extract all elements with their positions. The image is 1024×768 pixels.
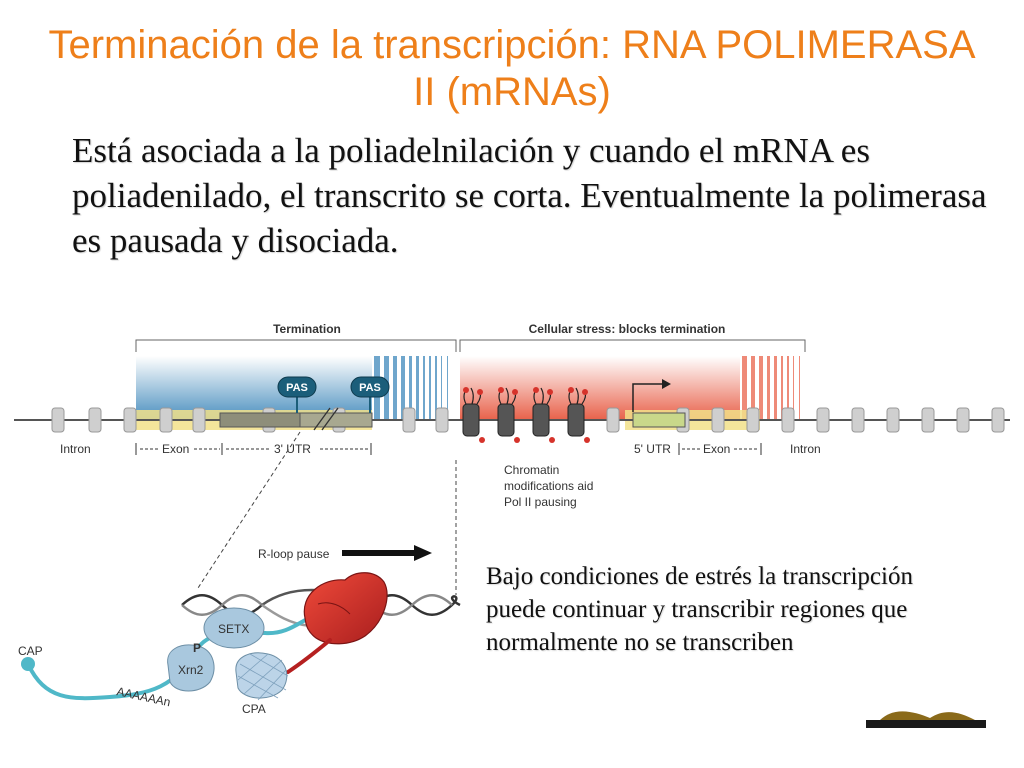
- rloop-arrow: [342, 545, 432, 561]
- termination-header: Termination: [273, 322, 341, 336]
- slide-body-text: Está asociada a la poliadelnilación y cu…: [72, 131, 987, 260]
- chromatin-label-1: Chromatin: [504, 463, 559, 477]
- stress-fade-stripes: [742, 356, 800, 420]
- utr3-box: [299, 412, 373, 428]
- setx-label: SETX: [218, 622, 249, 636]
- cap-label: CAP: [18, 644, 43, 658]
- stress-header: Cellular stress: blocks termination: [529, 322, 726, 336]
- stress-bracket: [459, 339, 806, 352]
- pas-signal-2: PAS: [350, 376, 390, 413]
- exon-label-right: Exon: [703, 442, 730, 456]
- polya-label: AAAAAAn: [115, 684, 171, 709]
- p-label: P: [193, 641, 201, 655]
- exon-box-left: [219, 412, 301, 428]
- tss-arrow-head: [662, 379, 671, 389]
- setx-protein: SETX: [203, 607, 265, 649]
- corner-logo: [866, 711, 986, 728]
- intron-label-right: Intron: [790, 442, 821, 456]
- rloop-label: R-loop pause: [258, 547, 330, 561]
- utr3-label: 3' UTR: [274, 442, 311, 456]
- cpa-label: CPA: [242, 702, 266, 716]
- break-mark: [313, 407, 339, 431]
- utr5-label: 5' UTR: [634, 442, 671, 456]
- chromatin-label-3: Pol II pausing: [504, 495, 577, 509]
- cap-dot: [21, 657, 35, 671]
- pas-signal-1: PAS: [277, 376, 317, 413]
- chromatin-label-2: modifications aid: [504, 479, 593, 493]
- tss-arrow: [632, 383, 662, 412]
- intron-label-left: Intron: [60, 442, 91, 456]
- xrn2-protein: Xrn2 P: [167, 641, 215, 692]
- termination-region: [136, 356, 372, 420]
- zoom-guide-left: [197, 431, 301, 589]
- utr5-box: [632, 412, 686, 428]
- pas-label-1: PAS: [286, 382, 308, 394]
- xrn2-label: Xrn2: [178, 663, 204, 677]
- nucleosomes: [51, 407, 1005, 433]
- rna-polymerase-ii: [286, 572, 388, 674]
- modified-nucleosomes: [462, 387, 590, 443]
- slide-title: Terminación de la transcripción: RNA POL…: [48, 23, 976, 114]
- termination-bracket: [135, 339, 457, 352]
- stress-note-text: Bajo condiciones de estrés la transcripc…: [486, 563, 913, 656]
- cpa-complex: CPA: [235, 652, 289, 716]
- exon-label-left: Exon: [162, 442, 189, 456]
- pas-label-2: PAS: [359, 382, 381, 394]
